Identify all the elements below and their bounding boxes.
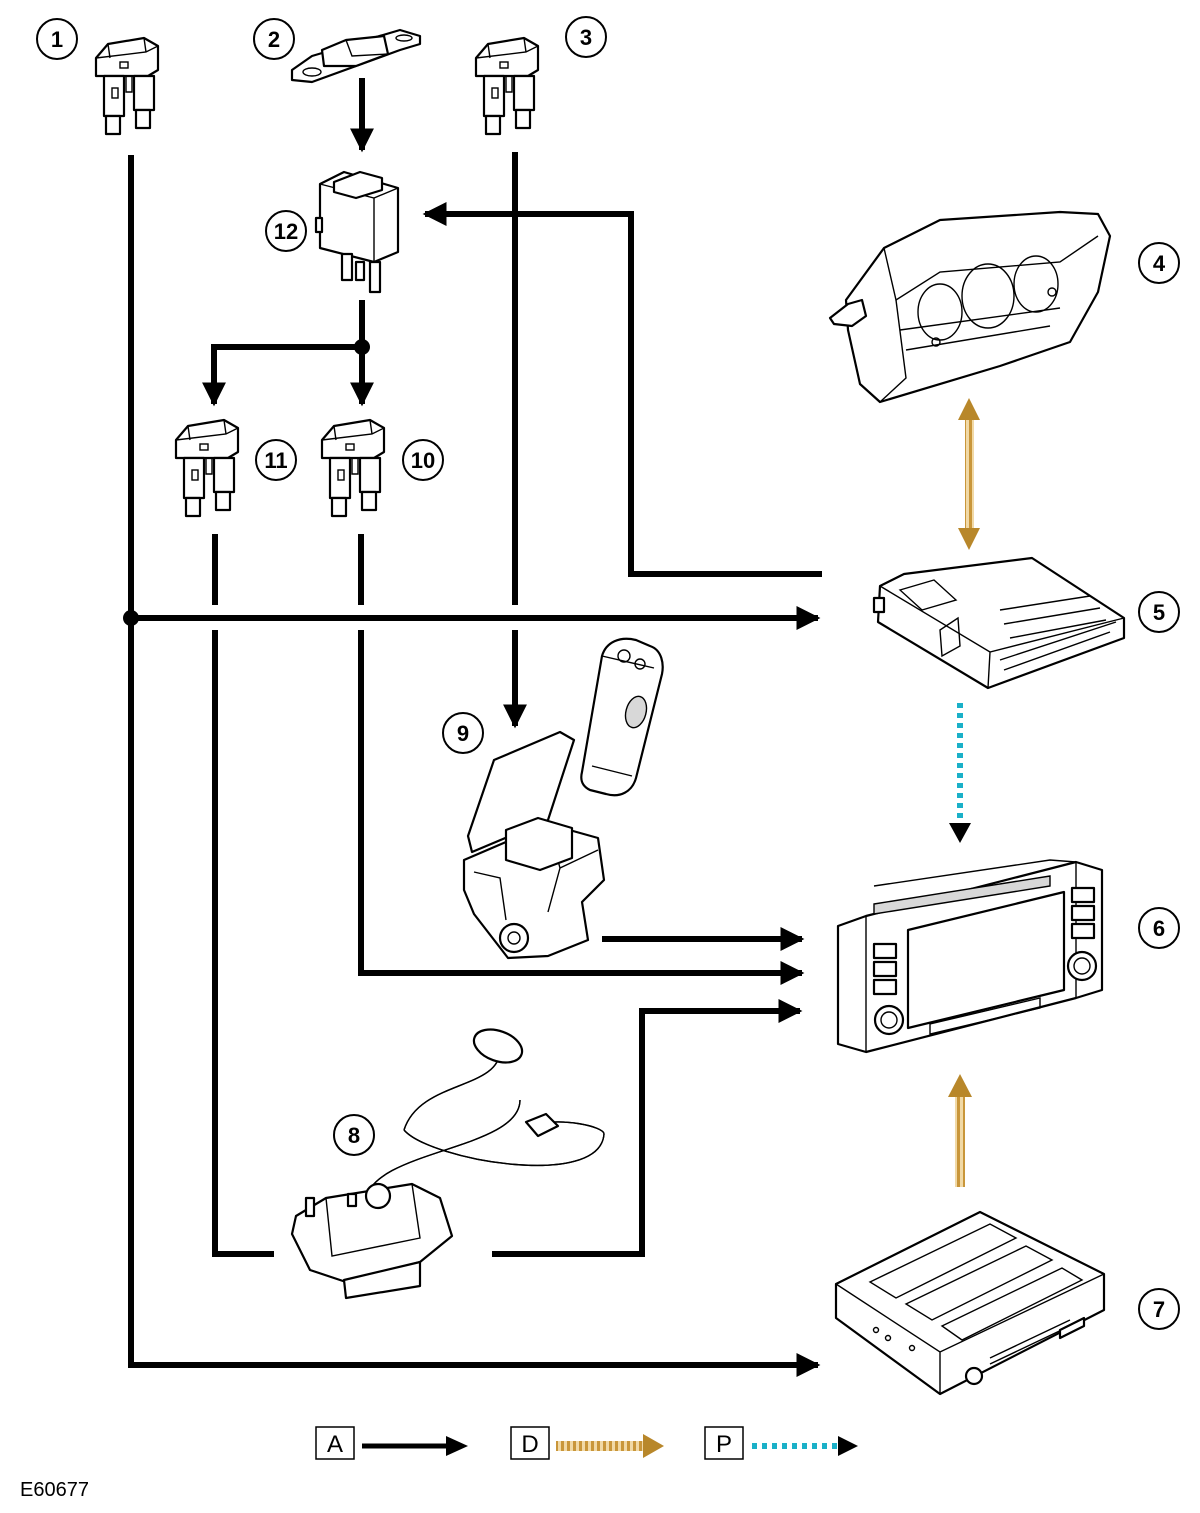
fuse-1 [94,36,160,136]
wire-fuse1-trunk [128,155,821,1377]
media-unit-7 [834,1210,1106,1396]
network-links [948,398,980,1187]
svg-text:6: 6 [1153,916,1165,941]
smart-key-dock-9 [462,637,664,960]
mega-fuse-2 [290,28,422,84]
relay-12 [314,170,400,294]
svg-text:2: 2 [268,27,280,52]
legend-item-d: D [510,1426,664,1460]
instrument-cluster-4 [828,210,1112,404]
control-module-5 [872,556,1126,690]
link-d-4-5-arrow-bottom [958,528,980,550]
svg-text:12: 12 [274,219,298,244]
callout-12: 12 [265,210,307,252]
legend-item-p: P [704,1426,858,1460]
callout-2: 2 [253,18,295,60]
svg-text:D: D [521,1431,538,1458]
svg-text:A: A [327,1431,343,1458]
figure-reference: E60677 [20,1479,89,1501]
link-d-4-5-arrow-top [958,398,980,420]
fuse-10 [320,418,386,518]
callout-8: 8 [333,1114,375,1156]
svg-text:8: 8 [348,1123,360,1148]
svg-text:P: P [716,1431,732,1458]
callout-7: 7 [1138,1288,1180,1330]
legend-item-a: A [315,1426,468,1460]
fuse-3 [474,36,540,136]
wire-to-fuse11 [202,344,362,407]
wire-network [123,78,822,1377]
svg-text:10: 10 [411,448,435,473]
antenna-8 [290,1028,605,1300]
callout-6: 6 [1138,907,1180,949]
svg-text:4: 4 [1153,251,1166,276]
callout-1: 1 [36,18,78,60]
link-d-7-6 [955,1095,965,1187]
callout-3: 3 [565,16,607,58]
svg-text:3: 3 [580,25,592,50]
callout-9: 9 [442,712,484,754]
callout-11: 11 [255,439,297,481]
wire-module5-relay [422,202,822,577]
wire-fuse11-item8-lower [212,630,274,1257]
svg-text:5: 5 [1153,600,1165,625]
link-p-5-6-arrow [949,823,971,843]
svg-text:9: 9 [457,721,469,746]
callout-4: 4 [1138,242,1180,284]
svg-text:11: 11 [264,448,287,473]
svg-text:1: 1 [51,27,63,52]
display-unit-6 [836,859,1104,1054]
wire-item8-unit6 [492,999,803,1257]
callout-5: 5 [1138,591,1180,633]
svg-text:7: 7 [1153,1297,1165,1322]
link-d-7-6-arrow [948,1074,972,1097]
fuse-11 [174,418,240,518]
splice-node-fuse1 [123,610,139,626]
legend: A D P [315,1426,858,1460]
wire-fuse10-unit6-lower [358,630,805,985]
callout-10: 10 [402,439,444,481]
link-d-4-5 [965,415,974,533]
callouts: 1 2 3 4 5 6 7 8 9 10 11 12 [36,16,1180,1330]
